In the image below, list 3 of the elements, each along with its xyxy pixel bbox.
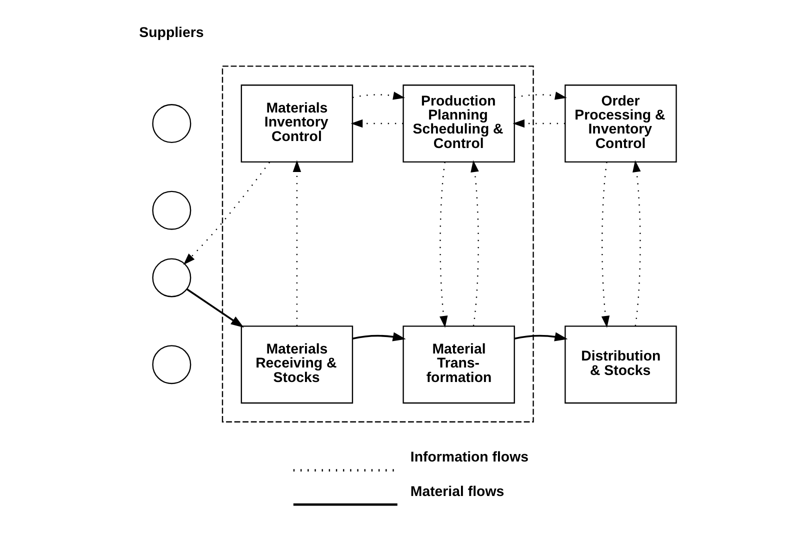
label: Suppliers — [139, 24, 204, 41]
legend-label: Information flows — [410, 450, 528, 466]
legend-label: Material flows — [410, 484, 504, 500]
